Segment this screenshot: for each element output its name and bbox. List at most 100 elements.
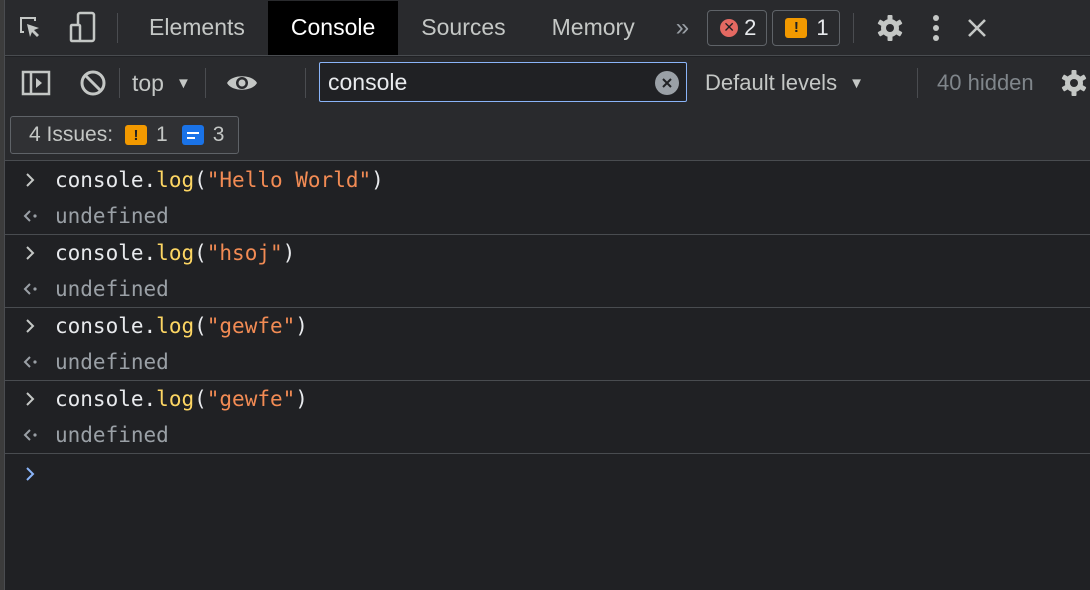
divider — [119, 68, 120, 98]
console-entry: console.log("gewfe") undefined — [5, 381, 1090, 454]
divider — [852, 12, 854, 43]
code-paren: ( — [194, 387, 207, 411]
command-prompt-icon — [5, 245, 55, 261]
code-string: "gewfe" — [206, 387, 296, 411]
error-icon: ✕ — [720, 18, 739, 37]
code-function: log — [156, 314, 195, 338]
code-function: log — [156, 168, 195, 192]
error-count-badge[interactable]: ✕ 2 — [707, 9, 768, 46]
left-edge-strip — [0, 0, 5, 590]
hidden-messages-count: 40 hidden — [937, 70, 1034, 95]
command-line[interactable]: console.log("gewfe") — [5, 308, 1090, 344]
device-toolbar-button[interactable] — [57, 0, 109, 56]
live-expression-button[interactable] — [206, 55, 278, 111]
tab-console[interactable]: Console — [267, 0, 399, 55]
code-paren: ( — [194, 314, 207, 338]
gear-icon — [1061, 70, 1087, 96]
code-object: console — [55, 314, 144, 338]
sidebar-toggle-icon — [21, 70, 51, 96]
tab-sources[interactable]: Sources — [421, 14, 506, 40]
chevron-down-icon: ▼ — [175, 74, 191, 92]
issues-bar: 4 Issues: ! 1 3 — [5, 109, 1090, 161]
code-paren: ) — [282, 241, 296, 265]
code-string: "Hello World" — [206, 168, 372, 192]
chevron-down-icon: ▼ — [849, 74, 864, 92]
command-line[interactable]: console.log("hsoj") — [5, 235, 1090, 271]
issues-warning-count: 1 — [156, 123, 168, 146]
warning-count: 1 — [816, 14, 829, 40]
console-entry: console.log("hsoj") undefined — [5, 235, 1090, 308]
tab-memory[interactable]: Memory — [551, 14, 635, 40]
result-value: undefined — [55, 204, 169, 228]
toggle-sidebar-button[interactable] — [5, 55, 67, 111]
tab-elements[interactable]: Elements — [149, 14, 245, 40]
code-object: console — [55, 241, 144, 265]
console-toolbar: top ▼ Default levels ▼ 40 hidden — [5, 57, 1090, 109]
console-settings-button[interactable] — [1059, 57, 1090, 109]
code-string: "gewfe" — [206, 314, 296, 338]
context-selector[interactable]: top ▼ — [120, 70, 205, 97]
close-icon — [967, 18, 986, 37]
warning-count-badge[interactable]: ! 1 — [772, 9, 840, 46]
result-line: undefined — [5, 417, 1090, 453]
cursor-select-icon — [20, 16, 39, 37]
code-dot: . — [143, 387, 157, 411]
clear-console-button[interactable] — [67, 55, 119, 111]
log-levels-dropdown[interactable]: Default levels ▼ — [705, 57, 864, 109]
code-object: console — [55, 168, 144, 192]
input-prompt-icon — [5, 466, 55, 482]
close-icon — [662, 78, 672, 88]
result-value: undefined — [55, 350, 169, 374]
gear-icon — [877, 14, 902, 41]
command-prompt-icon — [5, 172, 55, 188]
result-arrow-icon — [5, 427, 55, 443]
result-line: undefined — [5, 271, 1090, 307]
warning-icon: ! — [125, 125, 148, 145]
command-line[interactable]: console.log("gewfe") — [5, 381, 1090, 417]
code-object: console — [55, 387, 144, 411]
eye-icon — [226, 76, 257, 90]
divider — [917, 68, 918, 98]
kebab-menu-icon — [932, 14, 939, 41]
result-arrow-icon — [5, 208, 55, 224]
code-dot: . — [143, 241, 157, 265]
result-line: undefined — [5, 198, 1090, 234]
context-value: top — [132, 69, 164, 96]
issues-button[interactable]: 4 Issues: ! 1 3 — [10, 116, 240, 154]
more-options-button[interactable] — [918, 0, 954, 56]
console-entry: console.log("gewfe") undefined — [5, 308, 1090, 381]
filter-box — [319, 62, 687, 102]
clear-filter-button[interactable] — [655, 71, 679, 95]
result-value: undefined — [55, 423, 169, 447]
code-function: log — [156, 387, 195, 411]
result-arrow-icon — [5, 281, 55, 297]
command-prompt-icon — [5, 391, 55, 407]
device-icon — [69, 11, 96, 42]
more-tabs-button[interactable]: » — [675, 13, 689, 41]
code-string: "hsoj" — [206, 241, 283, 265]
log-levels-value: Default levels — [705, 70, 838, 95]
close-devtools-button[interactable] — [954, 0, 1000, 56]
code-paren: ( — [194, 168, 207, 192]
result-line: undefined — [5, 344, 1090, 380]
console-entry: console.log("Hello World") undefined — [5, 162, 1090, 235]
command-prompt-icon — [5, 318, 55, 334]
code-paren: ) — [371, 168, 384, 192]
filter-input[interactable] — [320, 63, 650, 101]
warning-icon: ! — [785, 17, 808, 38]
console-prompt-input[interactable] — [5, 454, 1090, 494]
message-icon — [181, 125, 204, 145]
result-arrow-icon — [5, 354, 55, 370]
inspect-element-button[interactable] — [5, 0, 57, 56]
divider — [117, 12, 118, 43]
command-line[interactable]: console.log("Hello World") — [5, 162, 1090, 198]
code-paren: ) — [295, 387, 308, 411]
error-count: 2 — [744, 14, 757, 40]
devtools-tab-bar: Elements Console Sources Memory » ✕ 2 ! … — [5, 0, 1090, 56]
divider — [204, 68, 206, 98]
settings-button[interactable] — [862, 0, 918, 56]
code-dot: . — [143, 168, 157, 192]
divider — [305, 68, 306, 98]
code-paren: ) — [295, 314, 308, 338]
code-function: log — [156, 241, 195, 265]
